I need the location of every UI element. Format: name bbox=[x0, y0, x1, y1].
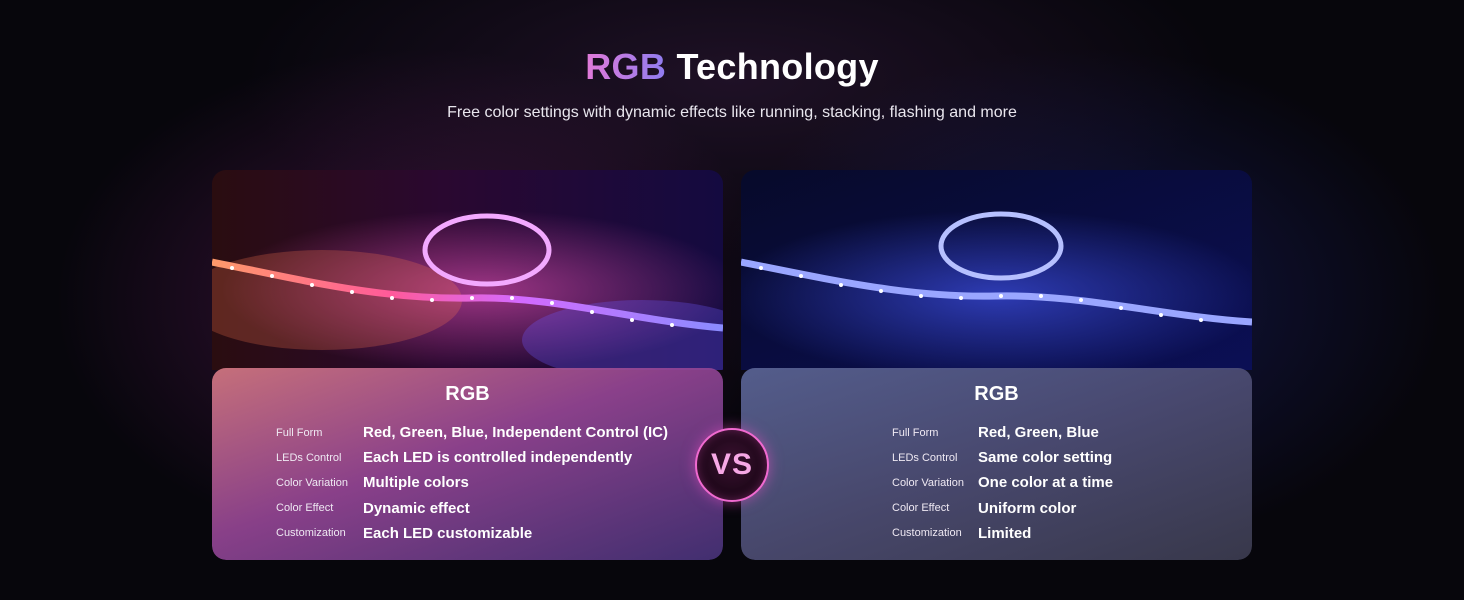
vs-badge: VS bbox=[695, 428, 769, 502]
spec-label: LEDs Control bbox=[276, 451, 342, 464]
spec-label: Customization bbox=[276, 527, 346, 540]
spec-row: Customization Limited bbox=[892, 521, 1113, 546]
spec-row: LEDs Control Each LED is controlled inde… bbox=[276, 445, 668, 470]
spec-row: Customization Each LED customizable bbox=[276, 521, 668, 546]
rgb-heading: RGB bbox=[974, 383, 1019, 405]
spec-label: Full Form bbox=[892, 426, 939, 439]
spec-value: Limited bbox=[978, 524, 1032, 542]
spec-row: LEDs Control Same color setting bbox=[892, 445, 1113, 470]
spec-label: LEDs Control bbox=[892, 451, 958, 464]
rgbic-card: RGB Full Form Red, Green, Blue, Independ… bbox=[212, 170, 723, 560]
spec-row: Color Variation One color at a time bbox=[892, 470, 1113, 495]
spec-value: Red, Green, Blue bbox=[978, 424, 1099, 442]
spec-label: Full Form bbox=[276, 426, 323, 439]
rgb-card: RGB Full Form Red, Green, Blue LEDs Cont… bbox=[741, 170, 1252, 560]
rgb-strip-photo bbox=[741, 170, 1252, 370]
spec-value: Multiple colors bbox=[363, 474, 469, 492]
spec-label: Color Effect bbox=[276, 502, 334, 515]
spec-value: Dynamic effect bbox=[363, 499, 470, 517]
spec-label: Color Effect bbox=[892, 502, 950, 515]
rgbic-heading: RGB bbox=[445, 383, 490, 405]
spec-value: Uniform color bbox=[978, 499, 1077, 517]
spec-row: Full Form Red, Green, Blue, Independent … bbox=[276, 420, 668, 445]
spec-label: Color Variation bbox=[892, 476, 964, 489]
rgb-spec-panel: RGB Full Form Red, Green, Blue LEDs Cont… bbox=[741, 368, 1252, 560]
title-rest: Technology bbox=[676, 46, 879, 87]
spec-value: One color at a time bbox=[978, 474, 1114, 492]
page-subtitle: Free color settings with dynamic effects… bbox=[447, 104, 1017, 121]
spec-row: Color Effect Dynamic effect bbox=[276, 496, 668, 521]
spec-label: Customization bbox=[892, 527, 962, 540]
rgbic-spec-list: Full Form Red, Green, Blue, Independent … bbox=[276, 420, 668, 546]
rgb-spec-list: Full Form Red, Green, Blue LEDs Control … bbox=[892, 420, 1113, 546]
spec-row: Full Form Red, Green, Blue bbox=[892, 420, 1113, 445]
rgbic-strip-photo bbox=[212, 170, 723, 370]
spec-value: Each LED customizable bbox=[363, 524, 533, 542]
title-accent: RGB bbox=[585, 46, 667, 87]
spec-value: Red, Green, Blue, Independent Control (I… bbox=[363, 424, 669, 442]
spec-row: Color Variation Multiple colors bbox=[276, 470, 668, 495]
spec-label: Color Variation bbox=[276, 476, 348, 489]
spec-row: Color Effect Uniform color bbox=[892, 496, 1113, 521]
spec-value: Same color setting bbox=[978, 449, 1113, 467]
rgbic-spec-panel: RGB Full Form Red, Green, Blue, Independ… bbox=[212, 368, 723, 560]
spec-value: Each LED is controlled independently bbox=[363, 449, 633, 467]
page-title: RGB Technology bbox=[0, 46, 1464, 88]
